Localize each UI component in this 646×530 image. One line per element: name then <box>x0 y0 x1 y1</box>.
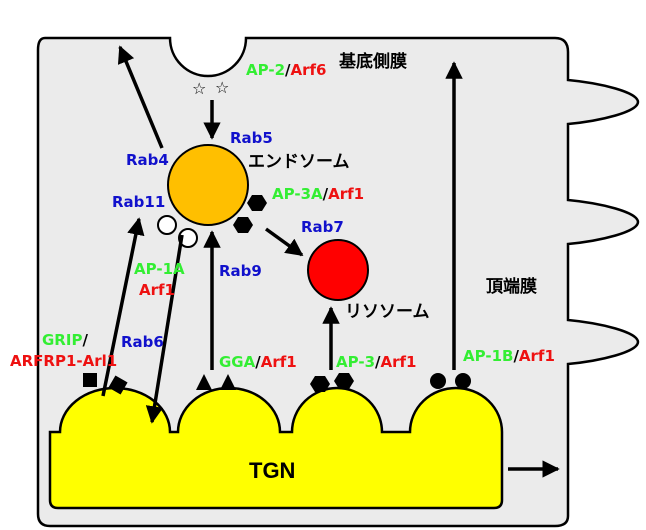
ap3-arf1-label: AP-3/Arf1 <box>336 353 416 371</box>
cargo-star-icon: ☆ <box>215 78 229 97</box>
arrow-tgn-to-endosome-ap1a <box>101 217 145 397</box>
rab4-label: Rab4 <box>126 151 169 169</box>
gga-coat-icon <box>220 374 236 390</box>
lysosome-label: リソソーム <box>345 302 430 322</box>
rab11-label: Rab11 <box>112 193 165 211</box>
ap3a-coat-icon <box>233 217 253 233</box>
ap3-coat-icon <box>310 376 330 392</box>
basolateral-membrane-label: 基底側膜 <box>338 51 407 72</box>
lysosome <box>307 239 369 301</box>
rab5-label: Rab5 <box>230 129 273 147</box>
ap3a-coat-icon <box>247 195 267 211</box>
ap1a-label: AP-1A <box>134 260 185 278</box>
arrow-endosome-to-tgn <box>145 234 184 424</box>
rab6-label: Rab6 <box>121 333 164 351</box>
ap3-coat-icon <box>334 373 354 389</box>
ap1b-coat-icon <box>455 373 471 389</box>
grip-coat-icon <box>108 375 128 395</box>
grip-coat-icon <box>83 373 97 387</box>
gga-coat-icon <box>196 374 212 390</box>
tgn-label: TGN <box>249 458 295 483</box>
ap1b-arf1-label: AP-1B/Arf1 <box>463 347 555 365</box>
vesicle-white <box>157 215 177 235</box>
gga-arf1-label: GGA/Arf1 <box>219 353 297 371</box>
endosome <box>167 144 249 226</box>
ap1a-arf1-label: Arf1 <box>139 281 175 299</box>
rab7-label: Rab7 <box>301 218 344 236</box>
ap3a-arf1-label: AP-3A/Arf1 <box>272 185 364 203</box>
arfrp1-arl1-label: ARFRP1-Arl1 <box>10 352 117 370</box>
rab9-label: Rab9 <box>219 262 262 280</box>
arrow-endosome-to-basolateral <box>117 45 164 149</box>
arrow-endosome-to-lysosome <box>264 227 304 257</box>
cargo-star-icon: ☆ <box>192 79 206 98</box>
endosome-label: エンドソーム <box>248 152 350 172</box>
ap1b-coat-icon <box>430 373 446 389</box>
apical-membrane-label: 頂端膜 <box>486 276 537 297</box>
ap2-arf6-label: AP-2/Arf6 <box>246 61 326 79</box>
vesicle-white <box>178 228 198 248</box>
grip-label: GRIP/ <box>42 331 88 349</box>
